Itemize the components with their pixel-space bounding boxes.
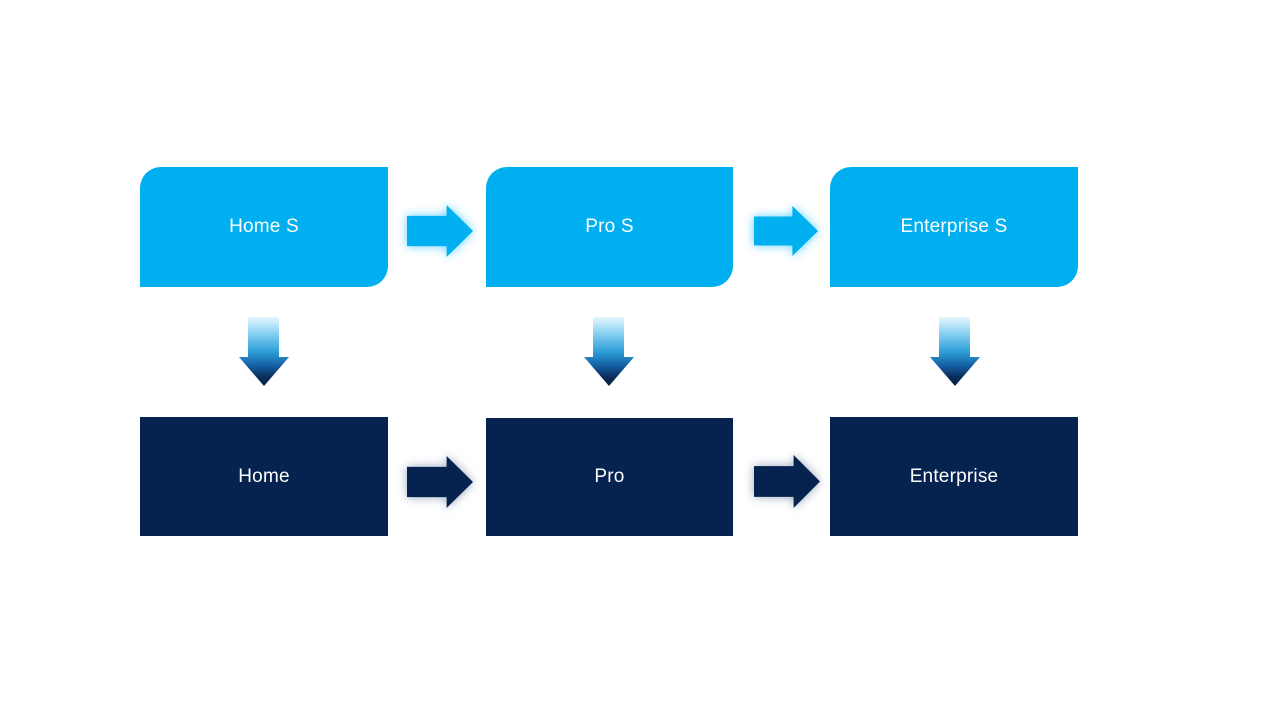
arrow-right-icon[interactable] xyxy=(407,456,473,508)
arrow-down-shape xyxy=(239,317,289,386)
node-home-s[interactable]: Home S xyxy=(140,167,388,287)
node-home-s-label: Home S xyxy=(229,216,299,237)
node-enterprise-s[interactable]: Enterprise S xyxy=(830,167,1078,287)
arrow-right-icon[interactable] xyxy=(754,206,818,256)
node-home-label: Home xyxy=(238,465,290,487)
arrow-down-shape xyxy=(584,317,634,386)
arrow-down-shape xyxy=(930,317,980,386)
node-home[interactable]: Home xyxy=(140,417,388,536)
arrow-down-icon[interactable] xyxy=(584,317,634,386)
arrow-right-shape xyxy=(407,456,473,508)
arrow-right-icon[interactable] xyxy=(754,455,820,508)
arrow-right-shape xyxy=(407,205,473,257)
arrow-right-icon[interactable] xyxy=(407,205,473,257)
arrow-down-icon[interactable] xyxy=(239,317,289,386)
arrow-right-shape xyxy=(754,455,820,508)
arrow-down-icon[interactable] xyxy=(930,317,980,386)
node-enterprise-s-label: Enterprise S xyxy=(900,216,1008,237)
arrow-right-shape xyxy=(754,206,818,256)
node-pro[interactable]: Pro xyxy=(486,418,733,536)
node-enterprise[interactable]: Enterprise xyxy=(830,417,1078,536)
node-pro-s-label: Pro S xyxy=(585,216,634,237)
node-pro-label: Pro xyxy=(594,466,625,487)
node-pro-s[interactable]: Pro S xyxy=(486,167,733,287)
node-enterprise-label: Enterprise xyxy=(909,465,999,487)
